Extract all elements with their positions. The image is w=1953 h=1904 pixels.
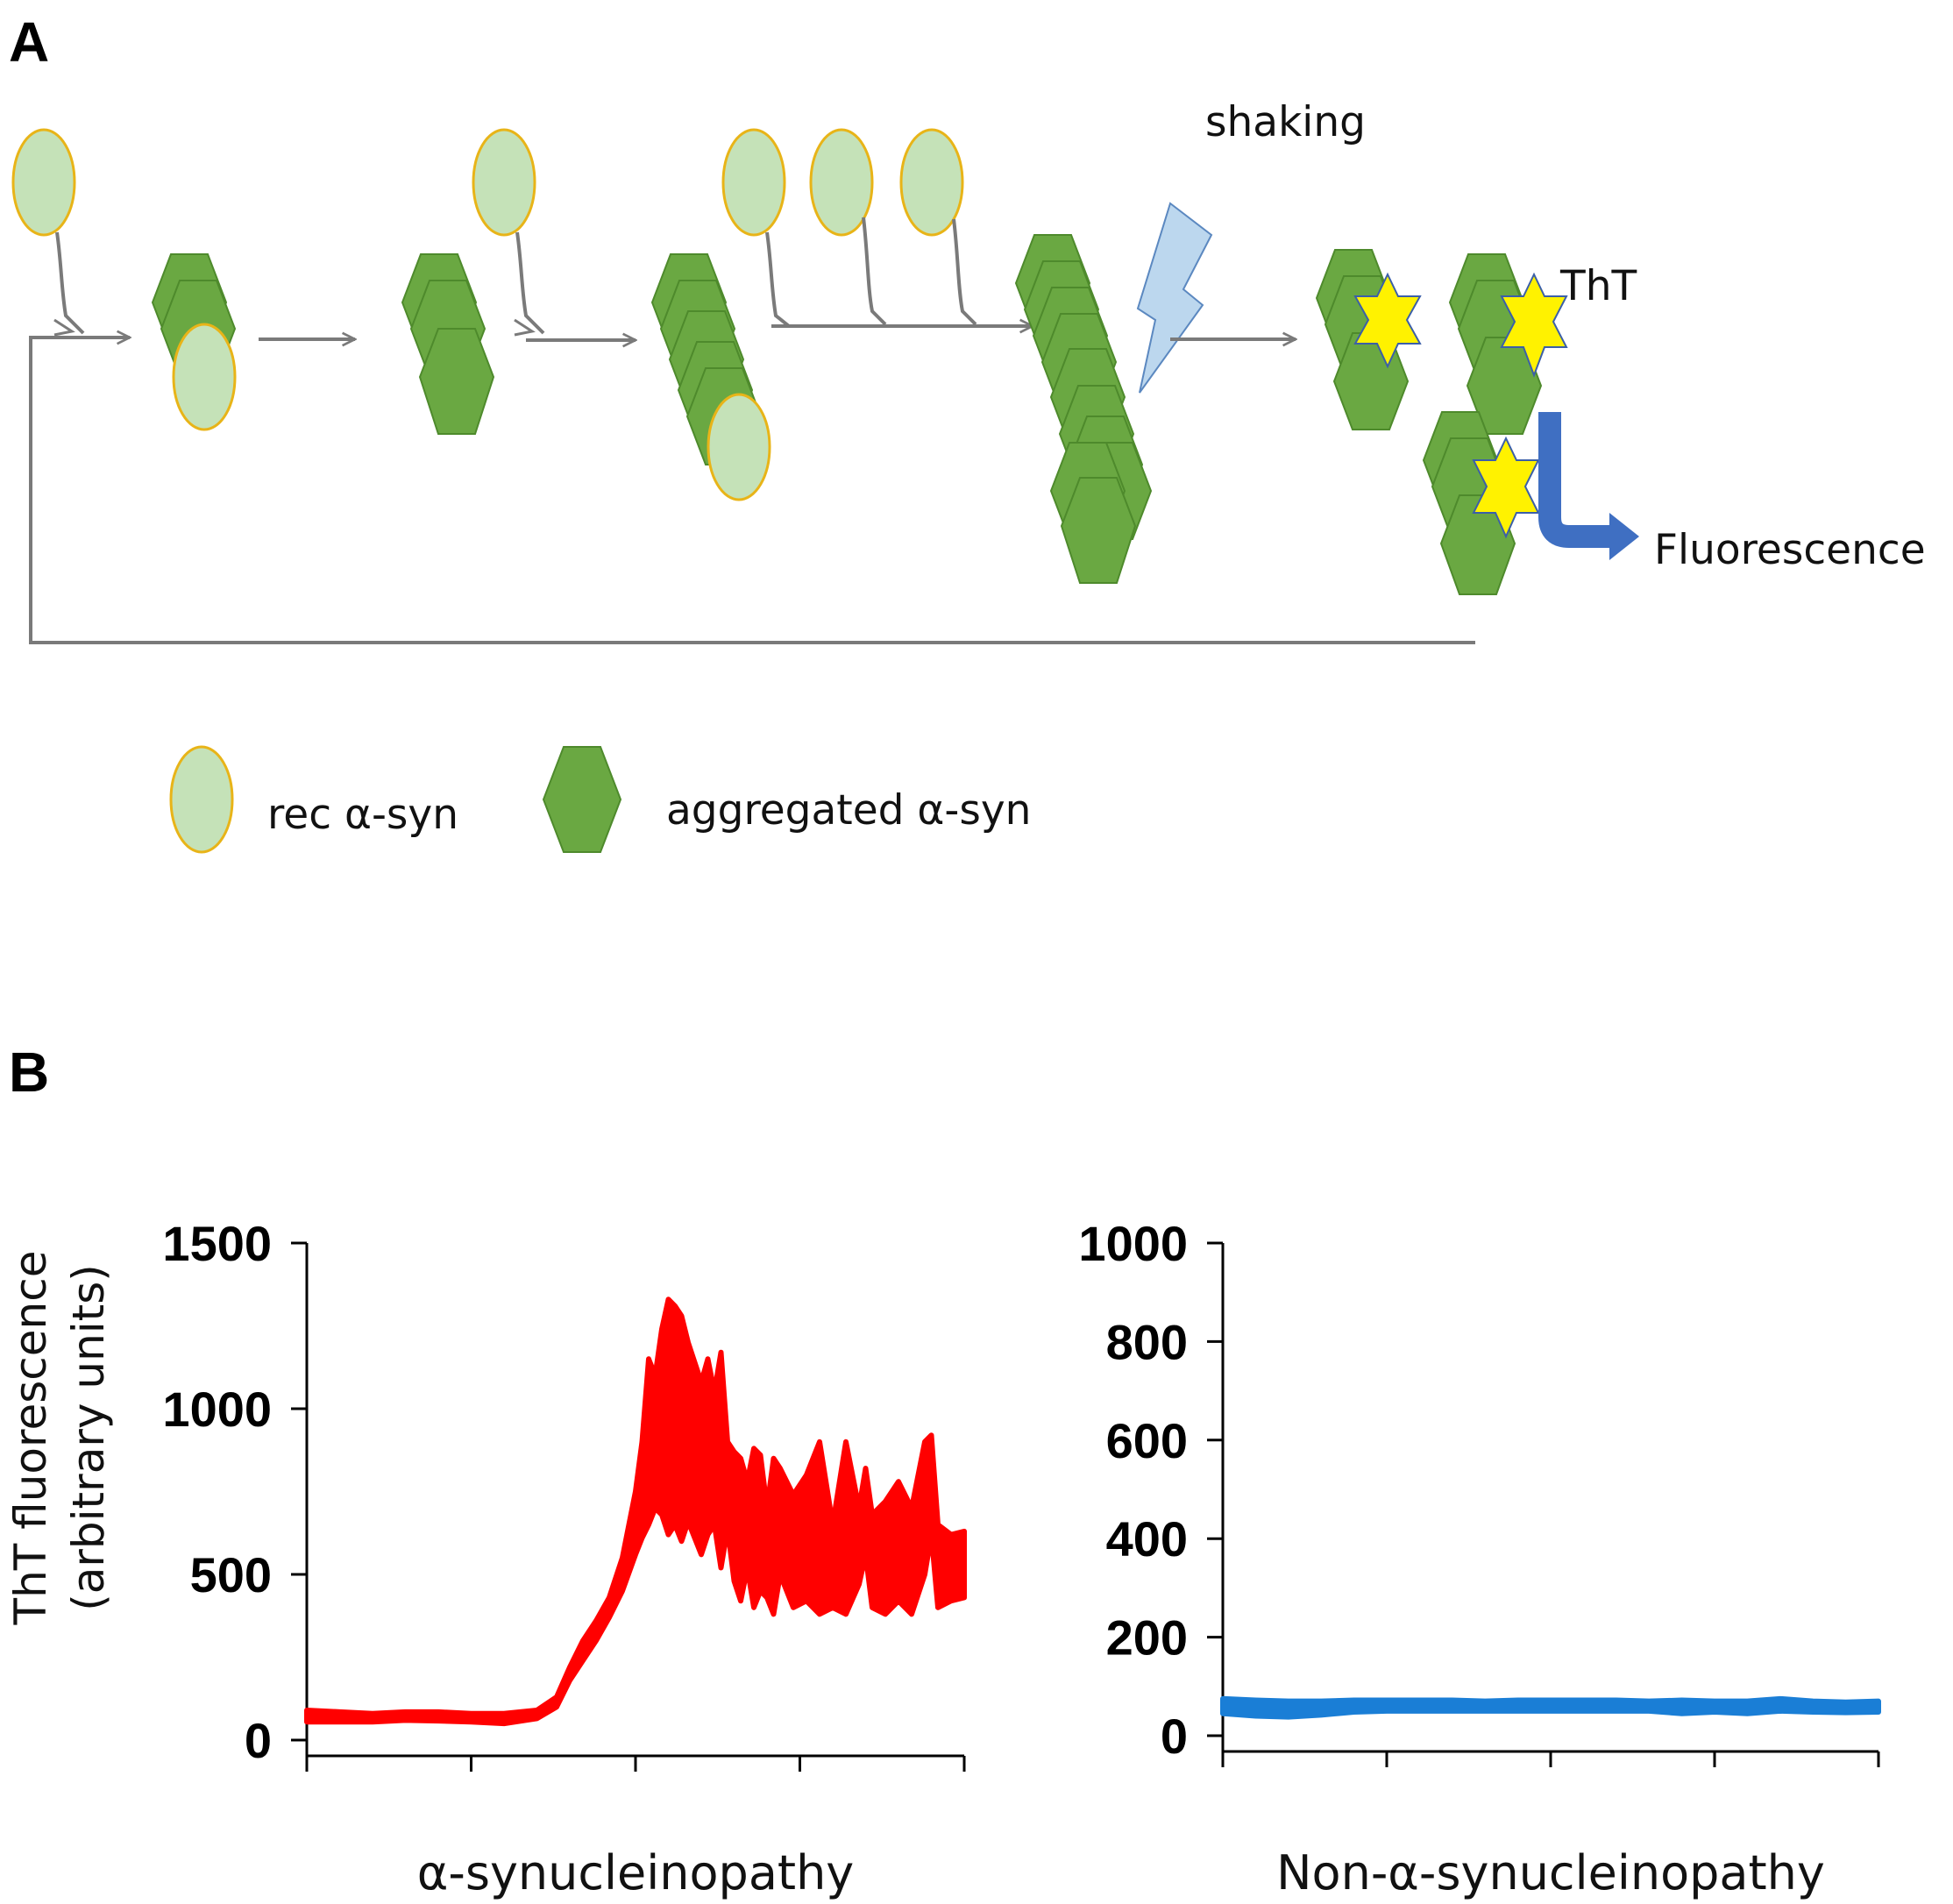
tht-star-icon xyxy=(1500,272,1568,378)
legend-rec-label: rec α-syn xyxy=(267,791,458,839)
shaking-label: shaking xyxy=(1205,98,1366,146)
y-axis-title-line-1: ThT fluorescence xyxy=(5,1251,56,1626)
x-axis-title: Non-α-synucleinopathy xyxy=(1276,1845,1825,1900)
fluorescence-arrowhead xyxy=(1609,513,1639,560)
legend-agg-label: aggregated α-syn xyxy=(666,786,1031,835)
y-tick-label: 200 xyxy=(1106,1610,1188,1666)
tht-star-icon xyxy=(1353,272,1422,369)
y-tick-label: 500 xyxy=(190,1547,272,1602)
aggregate-stage-4 xyxy=(1014,234,1153,584)
monomer-entry-2 xyxy=(472,128,545,337)
x-axis-title: α-synucleinopathy xyxy=(417,1845,855,1900)
chart-alpha-synucleinopathy: ThT fluorescence(arbitrary units) 0 500 10… xyxy=(5,1216,967,1900)
monomer-entry-1 xyxy=(11,128,85,337)
data-series-band xyxy=(1220,1695,1881,1720)
legend: rec α-syn aggregated α-syn xyxy=(169,745,1031,854)
y-tick-label: 1000 xyxy=(1078,1216,1188,1271)
fluorescence-arrow-icon xyxy=(1538,412,1613,548)
aggregate-stage-3 xyxy=(650,253,771,501)
monomer-entry-group xyxy=(721,128,977,328)
panel-a-label: A xyxy=(9,11,49,74)
y-tick-label: 600 xyxy=(1106,1413,1188,1468)
fluorescence-label: Fluorescence xyxy=(1654,526,1926,574)
legend-rec-swatch xyxy=(169,745,234,854)
lightning-icon xyxy=(1136,202,1213,394)
y-tick-label: 400 xyxy=(1106,1511,1188,1567)
aggregate-stage-2 xyxy=(401,253,495,435)
panel-b-label: B xyxy=(9,1041,49,1104)
y-tick-label: 1000 xyxy=(162,1382,272,1437)
y-tick-label: 800 xyxy=(1106,1314,1188,1369)
tht-bound-fibril-3 xyxy=(1422,411,1540,595)
aggregate-stage-1 xyxy=(151,253,237,431)
tht-label: ThT xyxy=(1559,262,1637,310)
tht-bound-fibril-1 xyxy=(1315,249,1422,430)
y-axis-title-line-2: (arbitrary units) xyxy=(63,1264,114,1611)
y-axis-title: ThT fluorescence(arbitrary units) xyxy=(5,1251,114,1626)
data-series-band xyxy=(304,1297,967,1727)
y-tick-label: 0 xyxy=(1161,1709,1188,1764)
feedback-loop-line xyxy=(29,337,1475,644)
tht-bound-fibril-2 xyxy=(1448,253,1568,435)
y-tick-label: 1500 xyxy=(162,1216,272,1271)
legend-agg-swatch xyxy=(542,746,622,853)
y-tick-label: 0 xyxy=(245,1713,272,1768)
